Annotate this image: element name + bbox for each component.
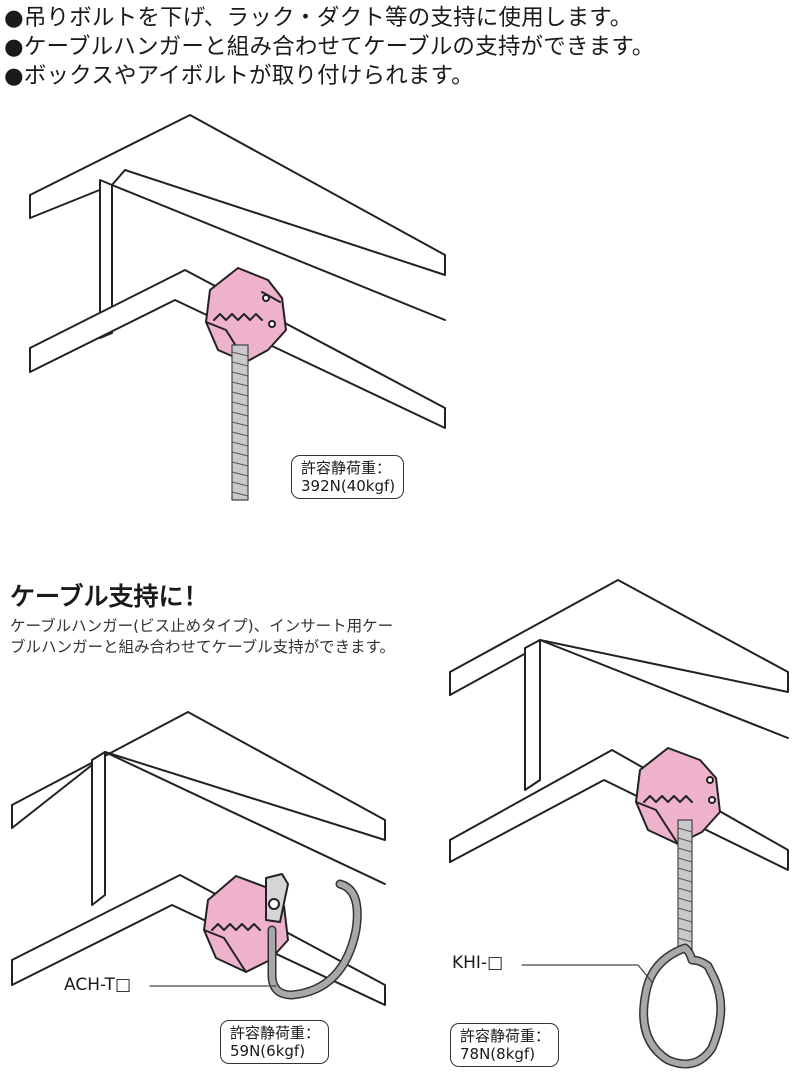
- load-capacity-badge: 許容静荷重： 392N(40kgf): [291, 455, 405, 499]
- load-value: 392N(40kgf): [301, 477, 396, 495]
- feature-list: ●吊りボルトを下げ、ラック・ダクト等の支持に使用します。 ●ケーブルハンガーと組…: [4, 4, 794, 91]
- feature-item: ●ケーブルハンガーと組み合わせてケーブルの支持ができます。: [4, 34, 655, 60]
- load-capacity-badge: 許容静荷重： 59N(6kgf): [220, 1020, 330, 1064]
- load-value: 78N(8kgf): [460, 1045, 536, 1063]
- section-title: ケーブル支持に！: [10, 582, 209, 611]
- load-value: 59N(6kgf): [230, 1042, 306, 1060]
- product-code-khi: KHI-□: [452, 953, 504, 973]
- section-description: ケーブルハンガー(ビス止めタイプ)、インサート用ケーブルハンガーと組み合わせてケ…: [10, 617, 396, 656]
- top-figure: [29, 114, 446, 501]
- bottom-right-figure: [449, 579, 789, 1069]
- load-label: 許容静荷重：: [230, 1024, 321, 1042]
- product-code-ach: ACH-T□: [64, 975, 132, 995]
- bottom-left-figure: [11, 711, 386, 1006]
- load-label: 許容静荷重：: [301, 459, 392, 477]
- feature-item: ●ボックスやアイボルトが取り付けられます。: [4, 63, 474, 89]
- load-label: 許容静荷重：: [460, 1027, 551, 1045]
- load-capacity-badge: 許容静荷重： 78N(8kgf): [450, 1023, 560, 1067]
- feature-item: ●吊りボルトを下げ、ラック・ダクト等の支持に使用します。: [4, 5, 633, 31]
